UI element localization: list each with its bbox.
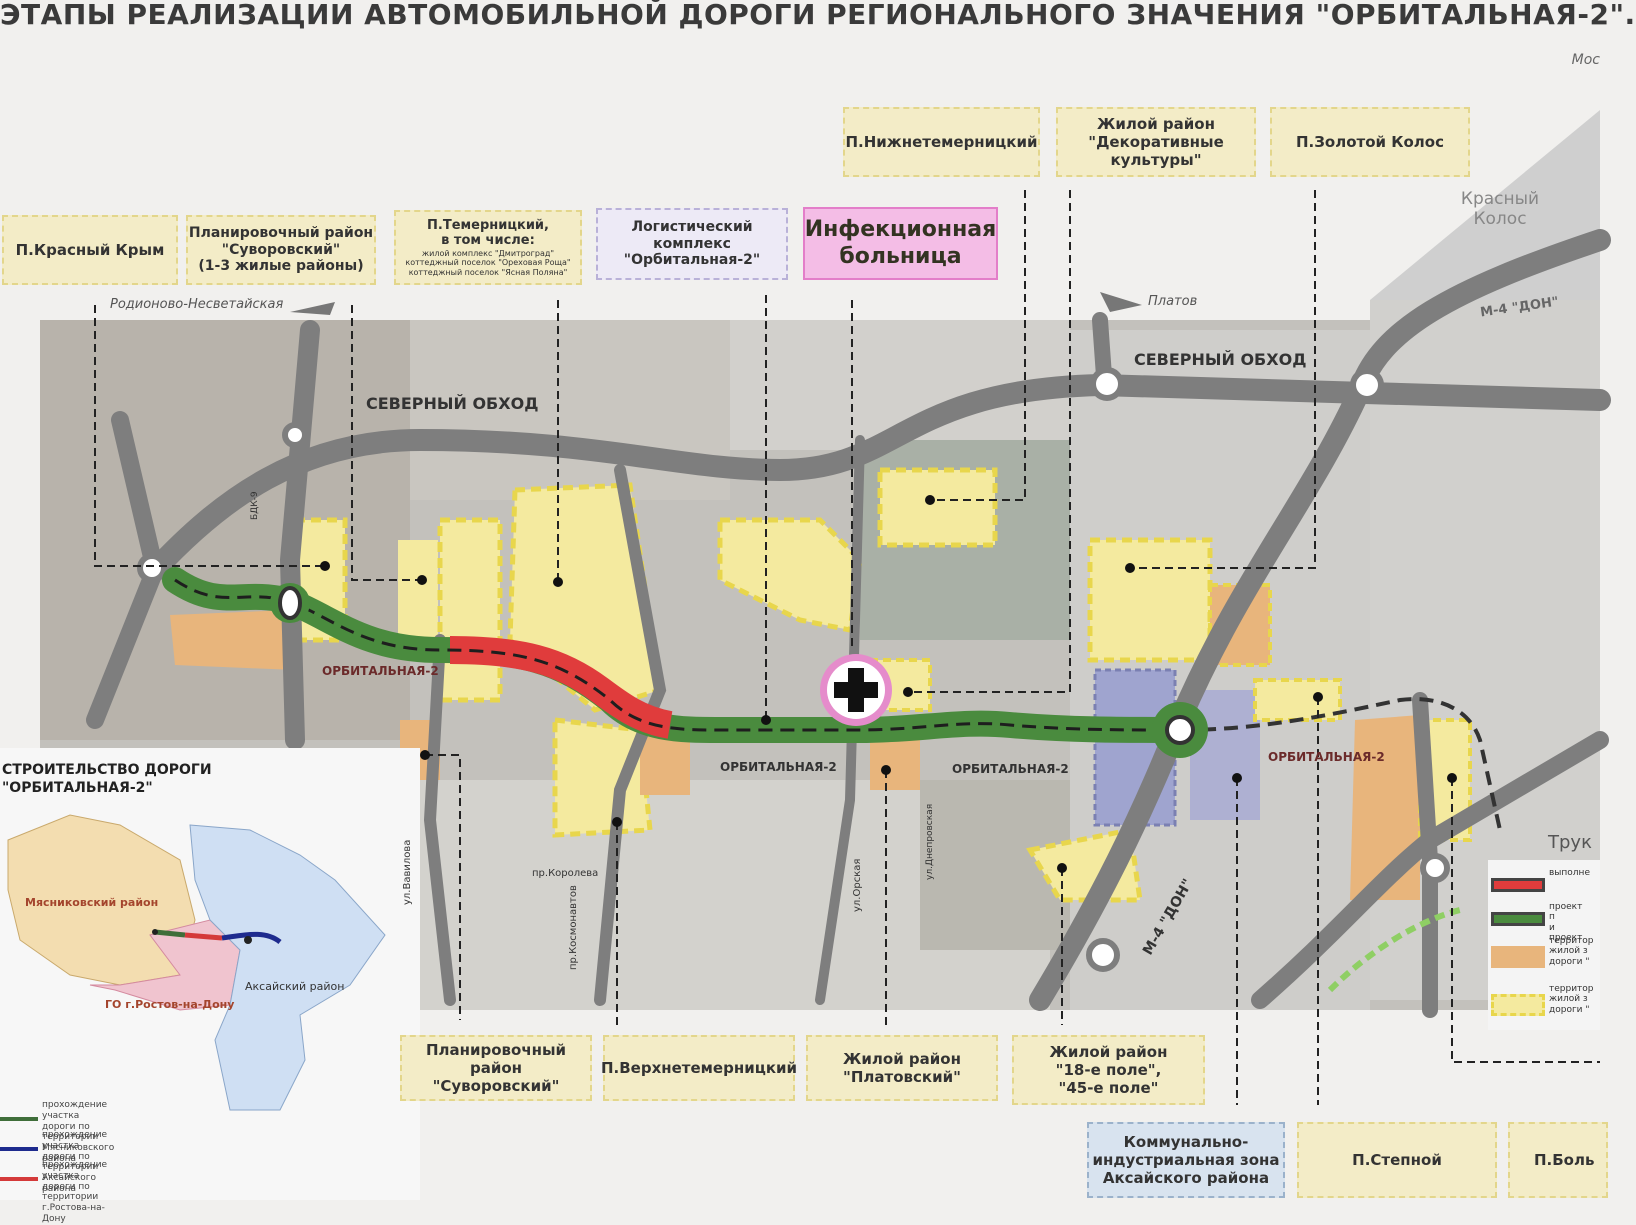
town-trud: Трук [1548, 832, 1592, 853]
arrow-platov-icon [1100, 292, 1142, 312]
temernitsky-note-2: коттеджный поселок "Ореховая Роща" [405, 258, 571, 268]
orbital-label-3: ОРБИТАЛЬНАЯ-2 [952, 762, 1069, 776]
label-verkhnetemernitsky: П.Верхнетемерницкий [601, 1035, 797, 1101]
street-koroleva: пр.Королева [532, 868, 599, 879]
district-myasnikovsky: Мясниковский район [25, 896, 159, 909]
legend-swatch-green [0, 1116, 38, 1121]
district-rostov: ГО г.Ростов-на-Дону [105, 998, 235, 1011]
rail-line [1327, 907, 1461, 993]
legend-right-text-yellow: территор жилой з дороги " [1549, 984, 1594, 1015]
town-krasny-kolos: Красный Колос [1460, 189, 1540, 229]
legend-right-swatch-project [1491, 912, 1545, 927]
legend-text-myasnikovsky: прохождение участка дороги по территории… [42, 1100, 115, 1164]
inset-map [0, 748, 420, 1200]
street-vavilova: ул.Вавилова [402, 839, 413, 905]
direction-rodionovo: Родионово-Несветайская [110, 297, 284, 312]
street-bdk: БДК-9 [250, 491, 260, 520]
temernitsky-title: П.Темерницкий, в том числе: [427, 217, 549, 249]
legend-right-text-orange: территор жилой з дороги " [1549, 936, 1594, 967]
orbital-label-2: ОРБИТАЛЬНАЯ-2 [720, 760, 837, 774]
page-title: ЭТАПЫ РЕАЛИЗАЦИИ АВТОМОБИЛЬНОЙ ДОРОГИ РЕ… [0, 0, 1636, 31]
inset-title: СТРОИТЕЛЬСТВО ДОРОГИ "ОРБИТАЛЬНАЯ-2" [2, 762, 212, 796]
temernitsky-note-3: коттеджный поселок "Ясная Поляна" [408, 267, 568, 277]
legend-swatch-red [0, 1176, 38, 1181]
label-krasny-krym: П.Красный Крым [2, 215, 178, 285]
direction-platov: Платов [1148, 294, 1198, 309]
label-zolotoy-kolos: П.Золотой Колос [1270, 107, 1470, 177]
street-kosmonavtov: пр.Космонавтов [568, 885, 579, 970]
junctions [137, 367, 1450, 972]
label-suvorovsky-bottom: Планировочный район "Суворовский" [400, 1035, 592, 1101]
label-bolsh: П.Боль [1508, 1122, 1608, 1198]
leader-lines [94, 190, 1600, 1105]
label-stepnoy: П.Степной [1297, 1122, 1497, 1198]
terrain [40, 110, 1600, 1010]
road-north-bypass-2: СЕВЕРНЫЙ ОБХОД [1134, 350, 1307, 369]
label-dekorativnye: Жилой район "Декоративные культуры" [1056, 107, 1256, 177]
legend-right-swatch-orange [1491, 946, 1545, 969]
legend-text-rostov: прохождение участка дороги по территории… [42, 1160, 108, 1224]
label-logistic: Логистический комплекс "Орбитальная-2" [596, 208, 788, 280]
legend-swatch-blue [0, 1146, 38, 1151]
road-north-bypass-1: СЕВЕРНЫЙ ОБХОД [366, 394, 539, 413]
orbital-proposed-road [1179, 697, 1502, 831]
legend-text-aksai: прохождение участка дороги по территории… [42, 1130, 108, 1194]
street-dneprovskaya: ул.Днепровская [925, 803, 935, 880]
arrow-rodionovo-icon [290, 302, 335, 315]
leader-dots [320, 495, 1457, 873]
label-nizhnetemernitsky: П.Нижнетемерницкий [843, 107, 1040, 177]
title-tail: Мос [1571, 52, 1600, 68]
label-suvorovsky-top: Планировочный район "Суворовский" (1-3 ж… [186, 215, 376, 285]
legend-right-swatch-yellow [1491, 994, 1545, 1017]
label-temernitsky: П.Темерницкий, в том числе: жилой компле… [394, 210, 582, 285]
label-aksai-industrial: Коммунально- индустриальная зона Аксайск… [1087, 1122, 1285, 1198]
street-orskaya: ул.Орская [852, 858, 863, 912]
map-canvas [0, 110, 1611, 1200]
hospital-marker [820, 654, 892, 726]
label-platovsky: Жилой район "Платовский" [806, 1035, 998, 1101]
district-aksai: Аксайский район [245, 980, 345, 993]
legend-right-text-done: выполне [1549, 868, 1590, 878]
label-hospital: Инфекционная больница [803, 207, 998, 280]
temernitsky-note-1: жилой комплекс "Дмитроград" [421, 249, 555, 258]
legend-right-text-project: проект п и проект [1549, 902, 1583, 944]
orbital-label-4: ОРБИТАЛЬНАЯ-2 [1268, 750, 1385, 764]
orbital-label-1: ОРБИТАЛЬНАЯ-2 [322, 664, 439, 678]
label-pole-18-45: Жилой район "18-е поле", "45-е поле" [1012, 1035, 1205, 1105]
legend-right-swatch-done [1491, 878, 1545, 893]
orbital-junctions [270, 583, 1208, 758]
